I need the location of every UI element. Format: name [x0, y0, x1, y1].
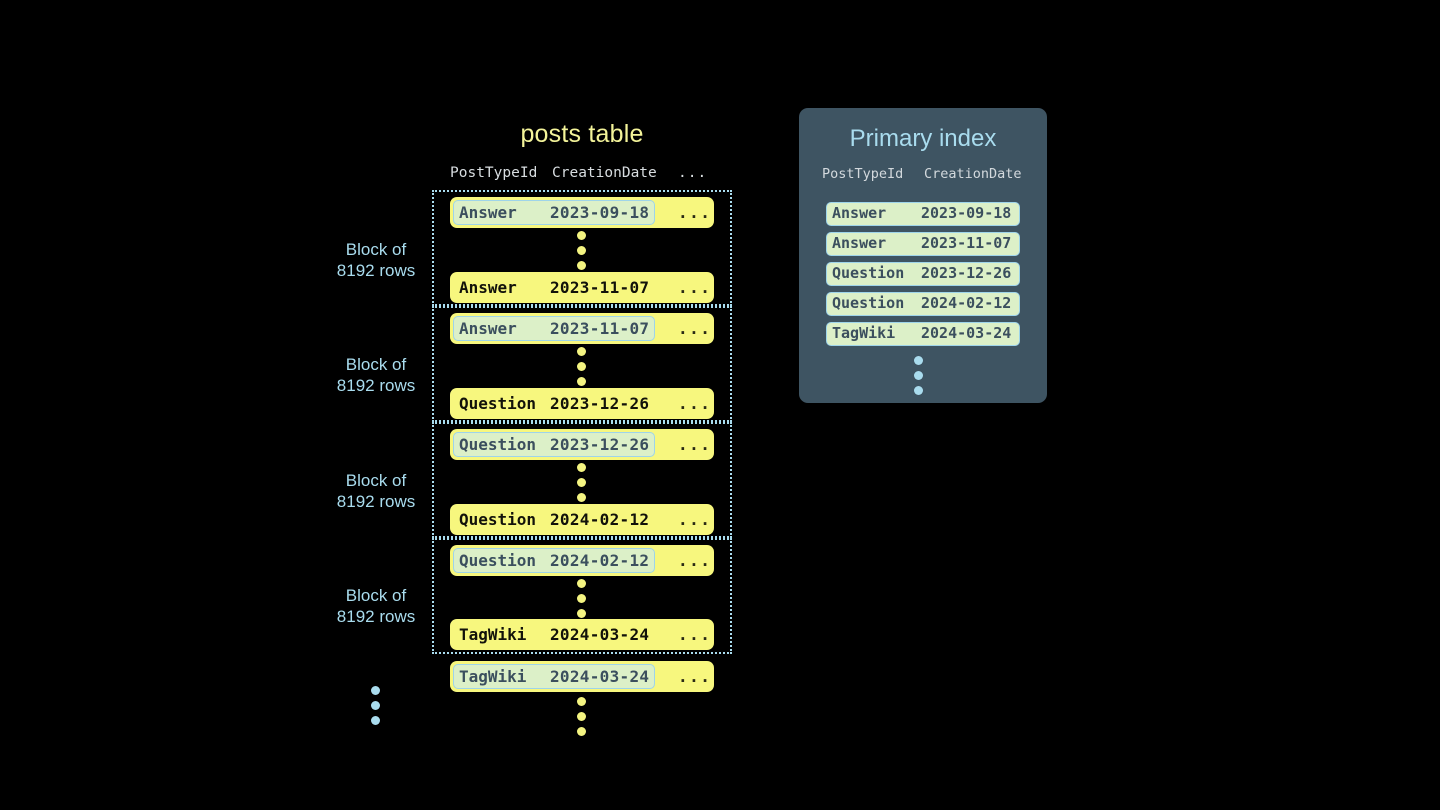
index-continues-dots [914, 356, 924, 401]
column-header-posttypeid: PostTypeId [450, 165, 538, 181]
index-granule-highlight [453, 664, 655, 689]
cell-ellipsis: ... [678, 551, 712, 570]
row-ellipsis-dots [577, 579, 587, 624]
cell-posttypeid: Answer [459, 278, 517, 297]
cell-ellipsis: ... [678, 625, 712, 644]
cell-creationdate: 2023-12-26 [550, 394, 650, 413]
table-row: Answer 2023-11-07 ... [450, 313, 714, 344]
cell-creationdate: 2023-11-07 [550, 278, 650, 297]
index-cell-creationdate: 2024-02-12 [921, 294, 1012, 312]
blocks-continue-dots [371, 686, 381, 731]
cell-ellipsis: ... [678, 278, 712, 297]
table-row: Question 2023-12-26 ... [450, 429, 714, 460]
block-label-1-line1: Block of [345, 240, 407, 259]
index-cell-posttypeid: Question [832, 294, 905, 312]
row-ellipsis-dots [577, 463, 587, 508]
index-row: TagWiki 2024-03-24 [826, 322, 1020, 346]
column-header-ellipsis: ... [678, 165, 708, 181]
index-granule-highlight [453, 432, 655, 457]
block-1 [432, 190, 732, 306]
index-row: Question 2023-12-26 [826, 262, 1020, 286]
index-cell-creationdate: 2023-12-26 [921, 264, 1012, 282]
index-cell-posttypeid: Answer [832, 204, 887, 222]
block-label-4-line2: 8192 rows [336, 607, 416, 626]
block-label-1: Block of 8192 rows [306, 239, 446, 281]
block-label-3: Block of 8192 rows [306, 470, 446, 512]
index-granule-highlight [453, 316, 655, 341]
primary-index-column-headers: PostTypeId CreationDate [799, 166, 1047, 186]
table-row: Answer 2023-11-07 ... [450, 272, 714, 303]
cell-ellipsis: ... [678, 394, 712, 413]
index-cell-posttypeid: TagWiki [832, 324, 896, 342]
primary-index-title: Primary index [849, 125, 997, 152]
cell-creationdate: 2023-09-18 [550, 203, 650, 222]
cell-posttypeid: Question [459, 510, 537, 529]
block-label-1-line2: 8192 rows [336, 261, 416, 280]
index-granule-highlight [453, 200, 655, 225]
cell-creationdate: 2024-03-24 [550, 625, 650, 644]
table-row: Question 2024-02-12 ... [450, 504, 714, 535]
posts-table-column-headers: PostTypeId CreationDate ... [432, 165, 732, 185]
cell-ellipsis: ... [678, 203, 712, 222]
cell-ellipsis: ... [678, 435, 712, 454]
table-row: Question 2024-02-12 ... [450, 545, 714, 576]
index-column-header-posttypeid: PostTypeId [822, 166, 904, 182]
index-cell-posttypeid: Answer [832, 234, 887, 252]
table-row: Question 2023-12-26 ... [450, 388, 714, 419]
table-continues-dots [577, 697, 587, 742]
block-label-2-line2: 8192 rows [336, 376, 416, 395]
cell-creationdate: 2024-02-12 [550, 510, 650, 529]
index-row: Question 2024-02-12 [826, 292, 1020, 316]
cell-posttypeid: Question [459, 435, 537, 454]
cell-posttypeid: TagWiki [459, 667, 527, 686]
cell-creationdate: 2023-11-07 [550, 319, 650, 338]
block-label-3-line1: Block of [345, 471, 407, 490]
index-granule-highlight [453, 548, 655, 573]
primary-index-panel: Primary index PostTypeId CreationDate An… [799, 108, 1047, 403]
column-header-creationdate: CreationDate [552, 165, 657, 181]
index-column-header-creationdate: CreationDate [924, 166, 1022, 182]
cell-creationdate: 2024-02-12 [550, 551, 650, 570]
block-2 [432, 306, 732, 422]
cell-posttypeid: Question [459, 394, 537, 413]
index-cell-creationdate: 2023-09-18 [921, 204, 1012, 222]
cell-ellipsis: ... [678, 667, 712, 686]
cell-posttypeid: Answer [459, 203, 517, 222]
cell-posttypeid: Answer [459, 319, 517, 338]
cell-creationdate: 2024-03-24 [550, 667, 650, 686]
cell-ellipsis: ... [678, 319, 712, 338]
block-label-3-line2: 8192 rows [336, 492, 416, 511]
index-row: Answer 2023-11-07 [826, 232, 1020, 256]
cell-posttypeid: TagWiki [459, 625, 527, 644]
block-label-4-line1: Block of [345, 586, 407, 605]
index-cell-posttypeid: Question [832, 264, 905, 282]
cell-posttypeid: Question [459, 551, 537, 570]
posts-table-title: posts table [520, 120, 644, 148]
cell-creationdate: 2023-12-26 [550, 435, 650, 454]
block-label-2: Block of 8192 rows [306, 354, 446, 396]
index-row: Answer 2023-09-18 [826, 202, 1020, 226]
index-cell-creationdate: 2023-11-07 [921, 234, 1012, 252]
table-row: TagWiki 2024-03-24 ... [450, 661, 714, 692]
table-row: TagWiki 2024-03-24 ... [450, 619, 714, 650]
table-row: Answer 2023-09-18 ... [450, 197, 714, 228]
index-cell-creationdate: 2024-03-24 [921, 324, 1012, 342]
block-4 [432, 538, 732, 654]
block-label-4: Block of 8192 rows [306, 585, 446, 627]
cell-ellipsis: ... [678, 510, 712, 529]
block-label-2-line1: Block of [345, 355, 407, 374]
row-ellipsis-dots [577, 347, 587, 392]
block-3 [432, 422, 732, 538]
row-ellipsis-dots [577, 231, 587, 276]
